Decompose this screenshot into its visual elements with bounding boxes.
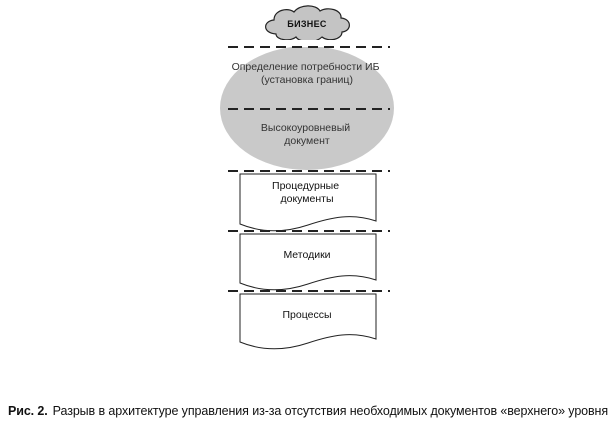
document-label: Процедурные документы (272, 180, 342, 205)
oval-upper-text: Определение потребности ИБ (установка гр… (232, 61, 383, 86)
document-shape (239, 293, 377, 350)
document-label: Процессы (282, 309, 331, 321)
oval-shape (220, 46, 394, 170)
caption-text: Разрыв в архитектуре управления из-за от… (52, 404, 609, 418)
figure-caption: Рис. 2. Разрыв в архитектуре управления и… (8, 404, 608, 418)
ib-oval: Определение потребности ИБ (установка гр… (215, 40, 400, 170)
oval-top-mask (215, 40, 400, 47)
document-label: Методики (283, 249, 330, 261)
document-methods: Методики (239, 233, 377, 291)
oval-lower-text: Высокоуровневый документ (261, 122, 353, 147)
cloud-label: БИЗНЕС (287, 19, 327, 29)
level-separators (228, 46, 390, 292)
business-cloud: БИЗНЕС (265, 5, 350, 43)
document-shape (239, 173, 377, 232)
caption-label: Рис. 2. (8, 404, 48, 418)
document-shape (239, 233, 377, 291)
document-processes: Процессы (239, 293, 377, 350)
document-procedural: Процедурные документы (239, 173, 377, 232)
